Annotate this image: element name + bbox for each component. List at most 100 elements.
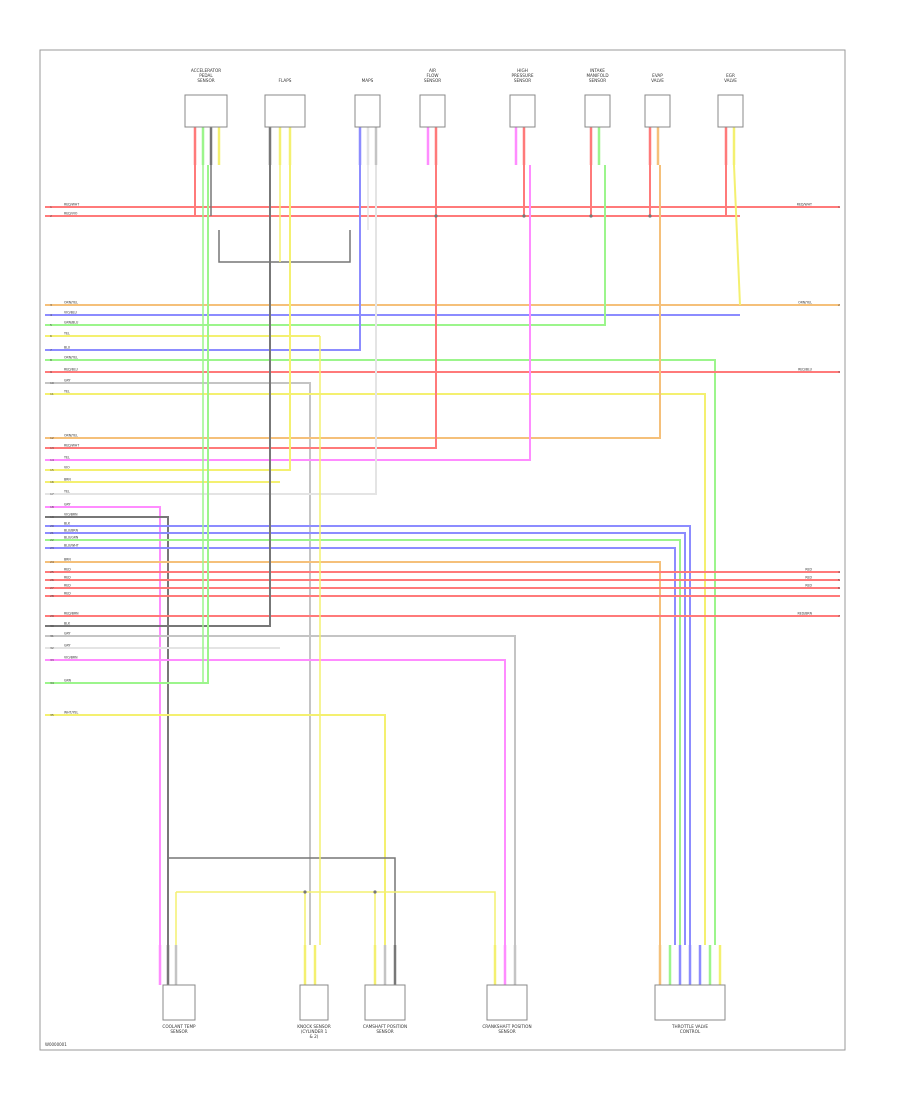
bottom-component-label: COOLANT TEMP [162,1024,196,1029]
bottom-component-label: SENSOR [170,1029,187,1034]
top-component-box [264,94,306,128]
wire [45,216,437,449]
left-pin-number: 20 [50,524,54,528]
top-component-label: HIGH [517,68,528,73]
left-wire-label: RED [64,576,71,580]
right-pin-number: 7 [838,614,840,618]
left-pin-number: 34 [50,681,54,685]
right-wire-label: ORN/YEL [798,301,812,305]
left-wire-label: GRN/BLU [64,321,79,325]
top-component-label: SENSOR [514,78,531,83]
left-pin-number: 1 [50,205,52,209]
left-wire-label: YEL [64,332,70,336]
left-wire-label: ORN/YEL [64,301,78,305]
wire [45,165,361,351]
left-wire-label: VIO [64,466,70,470]
left-pin-number: 25 [50,570,54,574]
left-wire-label: RED/WHT [64,203,79,207]
left-wire-label: GRY [64,644,70,648]
top-component-box [717,94,744,128]
top-component-box [584,94,611,128]
left-pin-number: 32 [50,646,54,650]
left-wire-label: GRY [64,503,70,507]
top-component-box [419,94,446,128]
left-pin-number: 11 [50,392,54,396]
left-wire-label: BLK [64,522,71,526]
left-wire-label: YEL [64,456,70,460]
top-component-label: EVAP [652,73,663,78]
left-pin-number: 26 [50,578,54,582]
top-component-label: EGR [726,73,735,78]
bottom-component-box [162,984,196,1021]
left-pin-number: 22 [50,538,54,542]
bottom-component-box [364,984,406,1021]
top-component-label: FLAPS [279,78,292,83]
left-pin-number: 5 [50,323,52,327]
top-component-box [644,94,671,128]
left-pin-number: 33 [50,658,54,662]
wire [45,165,531,461]
splice-junction [434,214,438,218]
left-pin-number: 19 [50,515,54,519]
right-wire-label: RED [805,584,812,588]
wire [45,532,686,945]
right-pin-number: 6 [838,586,840,590]
wire [45,393,706,945]
wire [45,516,169,945]
left-pin-number: 9 [50,370,52,374]
left-wire-label: BLU/BRN [64,529,79,533]
left-pin-number: 3 [50,303,52,307]
wires-layer [45,127,840,985]
left-wire-label: RED [64,568,71,572]
left-wire-label: BRN [64,478,71,482]
left-pin-number: 29 [50,614,54,618]
wire [733,164,741,306]
left-pin-number: 28 [50,594,54,598]
left-pin-number: 24 [50,560,54,564]
right-pin-number: 5 [838,578,840,582]
left-wire-label: BLU/WHT [64,544,79,548]
left-wire-label: GRY [64,379,70,383]
left-wire-label: GRY [64,632,70,636]
right-wire-label: RED/BRN [797,612,812,616]
left-pin-number: 27 [50,586,54,590]
top-component-label: SENSOR [197,78,214,83]
wire [168,857,396,945]
bottom-component-label: SENSOR [376,1029,393,1034]
wire [45,165,271,627]
top-component-label: SENSOR [589,78,606,83]
right-wire-label: RED/WHT [797,203,812,207]
top-component-label: SENSOR [424,78,441,83]
bottom-component-label: KNOCK SENSOR [297,1024,331,1029]
left-wire-label: WHT/YEL [64,711,79,715]
left-pin-number: 12 [50,436,54,440]
top-component-label: MANIFOLD [586,73,608,78]
wire [45,165,606,326]
top-component-label: ACCELERATOR [191,68,221,73]
top-component-label: AIR [429,68,436,73]
wire [45,165,291,471]
wire [45,525,691,945]
left-pin-number: 30 [50,624,54,628]
left-wire-label: ORN/YEL [64,356,78,360]
left-wire-label: RED/BLU [64,368,79,372]
wire [45,635,516,945]
bottom-component-label: & 2) [310,1034,319,1039]
diagram-frame [39,49,846,1051]
left-wire-label: RED [64,592,71,596]
top-component-label: PRESSURE [511,73,533,78]
page-code: W0000001 [45,1042,67,1047]
wire [45,359,716,945]
wire [45,714,386,945]
left-pin-number: 13 [50,446,54,450]
left-wire-label: VIO/BRN [64,513,78,517]
splice-junction [589,214,593,218]
bottom-component-label: CONTROL [680,1029,701,1034]
left-wire-label: GRN [64,679,72,683]
wire [45,165,377,495]
left-pin-number: 17 [50,492,54,496]
wire [45,382,311,945]
right-wire-label: RED/BLU [798,368,813,372]
wire [176,891,496,945]
left-pin-number: 21 [50,531,54,535]
